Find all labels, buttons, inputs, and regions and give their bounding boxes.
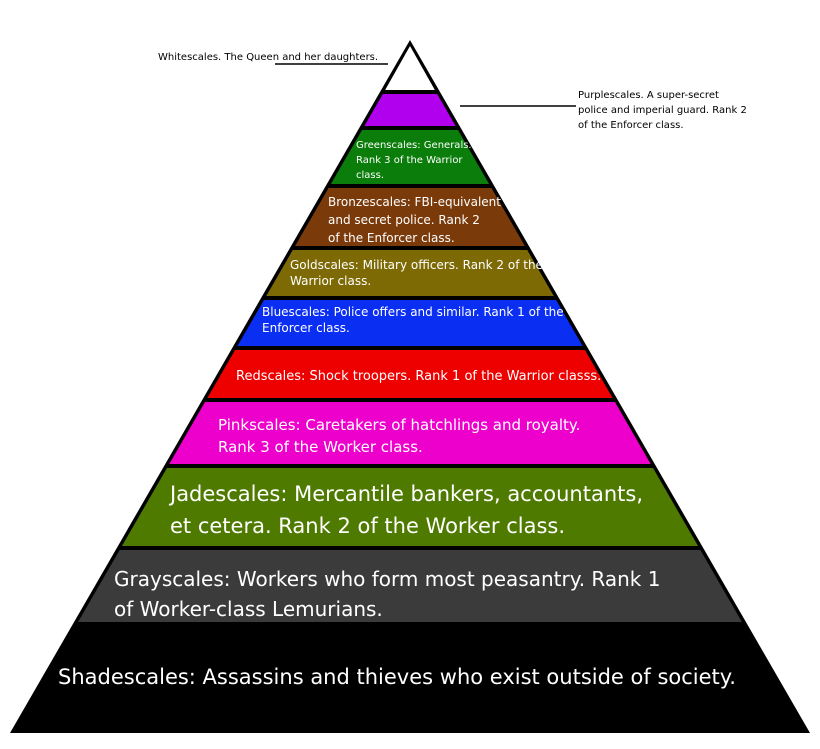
tier-label-jadescales: Jadescales: Mercantile bankers, accounta… [170, 482, 644, 538]
pyramid-tier-purple [364, 94, 456, 126]
pyramid-tier-gray [78, 550, 742, 622]
tier-label-whitescales: Whitescales. The Queen and her daughters… [158, 52, 379, 63]
tier-label-greenscales: Greenscales: Generals. Rank 3 of the War… [356, 140, 472, 181]
tier-label-bluescales: Bluescales: Police offers and similar. R… [262, 305, 564, 335]
pyramid-tier-shade [14, 626, 806, 733]
pyramid-tier-red [207, 350, 613, 398]
tier-label-grayscales: Grayscales: Workers who form most peasan… [114, 567, 661, 621]
pyramid-tier-white [385, 46, 435, 90]
tier-label-pinkscales: Pinkscales: Caretakers of hatchlings and… [218, 416, 581, 456]
pyramid-tier-green [330, 130, 490, 184]
tier-label-shadescales: Shadescales: Assassins and thieves who e… [58, 665, 736, 689]
tier-label-goldscales: Goldscales: Military officers. Rank 2 of… [290, 258, 543, 288]
pyramid-tier-gold [266, 250, 554, 296]
pyramid-tier-bronze [295, 188, 525, 246]
pyramid-tier-blue [237, 300, 583, 346]
tier-label-purplescales: Purplescales. A super-secret police and … [578, 90, 747, 131]
tier-label-bronzescales: Bronzescales: FBI-equivalent and secret … [328, 195, 501, 245]
pyramid-tier-jade [121, 468, 699, 546]
pyramid-tier-pink [169, 402, 651, 464]
tier-label-redscales: Redscales: Shock troopers. Rank 1 of the… [236, 369, 602, 384]
